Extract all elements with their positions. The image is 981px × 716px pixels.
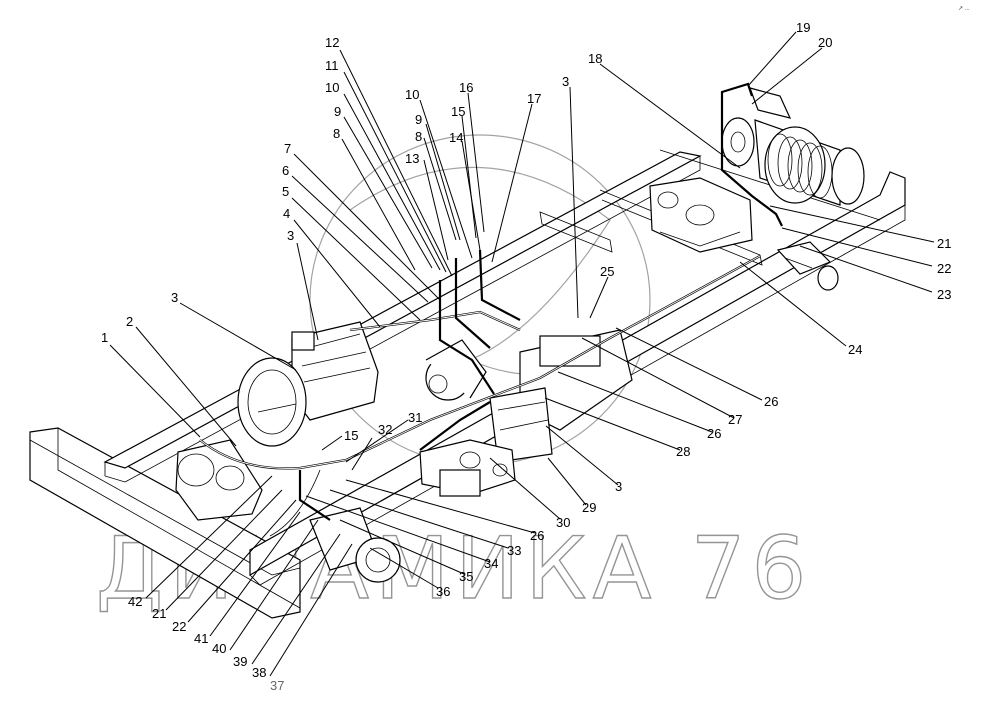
brake-cylinder-front [309, 507, 401, 583]
air-dryer [425, 339, 487, 401]
air-tank [489, 329, 633, 463]
callout-15: 15 [344, 428, 358, 443]
callout-26: 26 [707, 426, 721, 441]
callout-8: 8 [333, 126, 340, 141]
callout-12: 12 [325, 35, 339, 50]
brake-chamber-rear [175, 439, 263, 521]
callout-29: 29 [582, 500, 596, 515]
callout-21: 21 [152, 606, 166, 621]
callout-3: 3 [287, 228, 294, 243]
callout-15: 15 [451, 104, 465, 119]
brake-valve-right [776, 241, 839, 291]
callout-11: 11 [325, 58, 339, 73]
brake-valve-block [419, 439, 516, 497]
callout-9: 9 [415, 112, 422, 127]
callout-26: 26 [764, 394, 778, 409]
callout-8: 8 [415, 129, 422, 144]
callout-18: 18 [588, 51, 602, 66]
callout-10: 10 [405, 87, 419, 102]
callout-13: 13 [405, 151, 419, 166]
callout-7: 7 [284, 141, 291, 156]
callout-25: 25 [600, 264, 614, 279]
callout-17: 17 [527, 91, 541, 106]
callout-21: 21 [937, 236, 951, 251]
callout-19: 19 [796, 20, 810, 35]
callout-27: 27 [728, 412, 742, 427]
callout-26: 26 [530, 528, 544, 543]
callout-labels: 1 2 3 3 4 5 6 7 8 9 10 11 12 13 8 9 10 1… [101, 20, 951, 693]
transfer-case [649, 177, 753, 253]
callout-38: 38 [252, 665, 266, 680]
callout-30: 30 [556, 515, 570, 530]
callout-37: 37 [270, 678, 284, 693]
callout-41: 41 [194, 631, 208, 646]
air-lines [199, 82, 783, 537]
callout-28: 28 [676, 444, 690, 459]
callout-22: 22 [937, 261, 951, 276]
callout-20: 20 [818, 35, 832, 50]
callout-6: 6 [282, 163, 289, 178]
callout-9: 9 [334, 104, 341, 119]
compressor [237, 321, 379, 447]
callout-35: 35 [459, 569, 473, 584]
callout-40: 40 [212, 641, 226, 656]
callout-24: 24 [848, 342, 862, 357]
callout-5: 5 [282, 184, 289, 199]
callout-22: 22 [172, 619, 186, 634]
callout-3: 3 [171, 290, 178, 305]
winch [721, 87, 865, 206]
callout-33: 33 [507, 543, 521, 558]
callout-14: 14 [449, 130, 463, 145]
callout-36: 36 [436, 584, 450, 599]
leader-lines [109, 31, 935, 677]
callout-34: 34 [484, 556, 498, 571]
callout-42: 42 [128, 594, 142, 609]
callout-16: 16 [459, 80, 473, 95]
callout-23: 23 [937, 287, 951, 302]
corner-mark: ↗ ... [958, 6, 970, 12]
callout-39: 39 [233, 654, 247, 669]
callout-3: 3 [562, 74, 569, 89]
callout-4: 4 [283, 206, 290, 221]
callout-3: 3 [615, 479, 622, 494]
callout-31: 31 [408, 410, 422, 425]
callout-10: 10 [325, 80, 339, 95]
callout-32: 32 [378, 422, 392, 437]
callout-1: 1 [101, 330, 108, 345]
callout-2: 2 [126, 314, 133, 329]
